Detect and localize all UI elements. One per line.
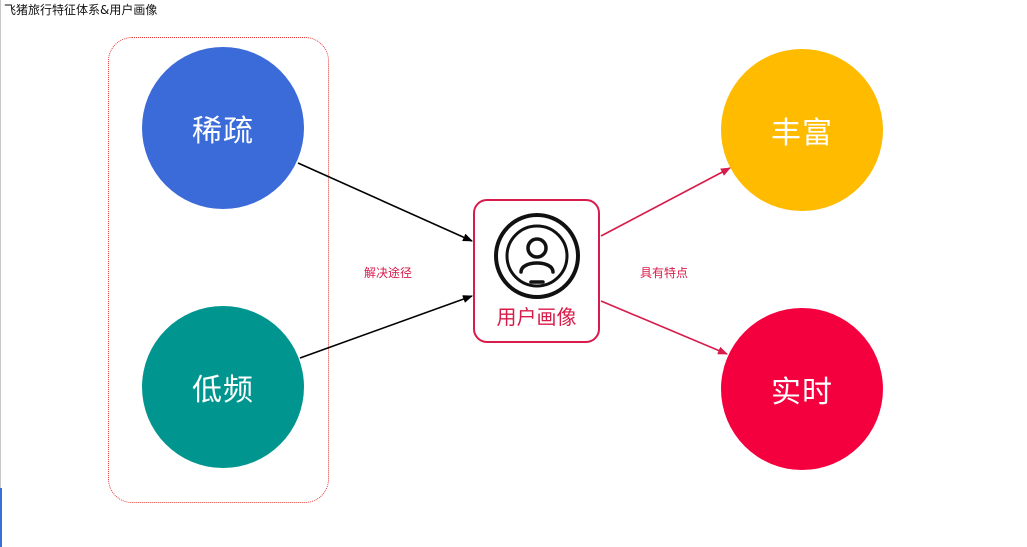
window-left-accent <box>0 488 2 547</box>
node-sparse-label: 稀疏 <box>192 114 254 149</box>
node-rich: 丰富 <box>721 49 883 211</box>
node-realtime-label: 实时 <box>771 375 833 410</box>
arrow-profile-to-rich <box>600 167 731 237</box>
node-low-frequency: 低频 <box>142 306 304 468</box>
node-realtime: 实时 <box>721 308 883 470</box>
node-sparse: 稀疏 <box>142 47 304 209</box>
user-circle-icon <box>494 213 580 299</box>
node-rich-label: 丰富 <box>771 116 833 151</box>
page-title: 飞猪旅行特征体系&用户画像 <box>4 3 158 17</box>
problem-group-box <box>108 37 329 503</box>
window-left-border <box>0 0 1 547</box>
edge-label-solution: 解决途径 <box>364 266 413 280</box>
node-low-frequency-label: 低频 <box>192 373 254 408</box>
node-user-profile: 用户画像 <box>473 199 600 343</box>
node-user-profile-label: 用户画像 <box>496 305 577 329</box>
arrow-profile-to-realtime <box>600 300 728 355</box>
edge-label-features: 具有特点 <box>640 266 689 280</box>
